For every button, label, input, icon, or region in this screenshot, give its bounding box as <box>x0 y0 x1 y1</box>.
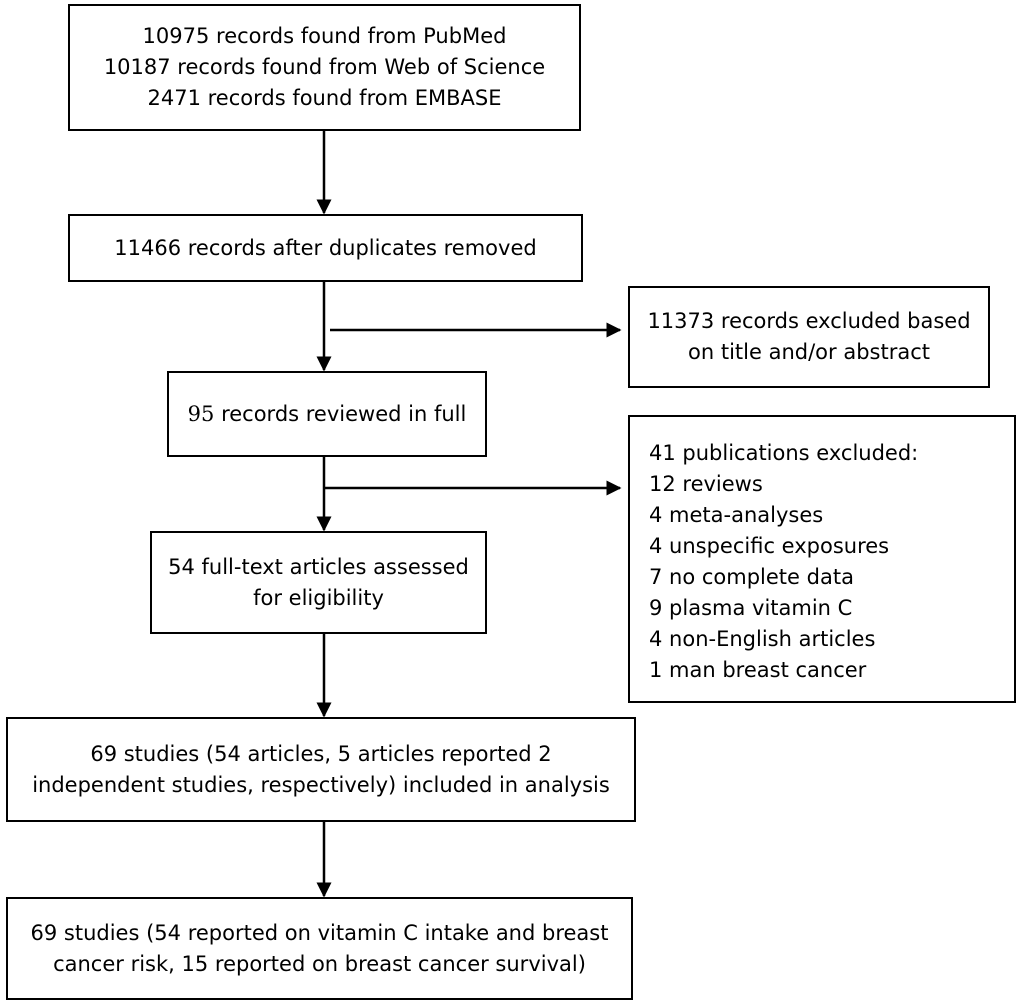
search-line-embase: 2471 records found from EMBASE <box>147 86 502 110</box>
box-eligibility: 54 full-text articles assessed for eligi… <box>150 531 487 634</box>
box-duplicates-removed: 11466 records after duplicates removed <box>68 214 583 282</box>
final-line-1: 69 studies (54 reported on vitamin C int… <box>30 920 609 945</box>
excluded-pubs-item: 9 plasma vitamin C <box>649 596 853 620</box>
box-publications-excluded: 41 publications excluded: 12 reviews 4 m… <box>628 415 1016 703</box>
final-line-2: cancer risk, 15 reported on breast cance… <box>53 951 586 976</box>
review-count: 95 <box>187 401 215 426</box>
box-excluded-title-abstract: 11373 records excluded based on title an… <box>628 286 990 388</box>
search-line-wos: 10187 records found from Web of Science <box>103 55 546 79</box>
excluded-title-line-2: on title and/or abstract <box>688 340 930 364</box>
box-search-sources: 10975 records found from PubMed 10187 re… <box>68 4 581 131</box>
box-reviewed-in-full: 95 records reviewed in full <box>167 371 487 457</box>
eligibility-line-2: for eligibility <box>253 585 384 610</box>
eligibility-line-1: 54 full-text articles assessed <box>168 554 469 579</box>
excluded-pubs-item: 12 reviews <box>649 472 763 496</box>
search-line-pubmed: 10975 records found from PubMed <box>142 24 507 48</box>
excluded-pubs-item: 7 no complete data <box>649 565 854 589</box>
excluded-pubs-item: 4 unspecific exposures <box>649 534 890 558</box>
excluded-pubs-item: 1 man breast cancer <box>649 658 867 682</box>
review-text: 95 records reviewed in full <box>188 399 467 430</box>
included-line-2: independent studies, respectively) inclu… <box>32 772 610 797</box>
dedup-text: 11466 records after duplicates removed <box>114 235 537 260</box>
box-included-in-analysis: 69 studies (54 articles, 5 articles repo… <box>6 717 636 822</box>
review-label: records reviewed in full <box>214 401 467 426</box>
excluded-pubs-item: 4 meta-analyses <box>649 503 824 527</box>
excluded-title-line-1: 11373 records excluded based <box>647 309 971 333</box>
excluded-pubs-header: 41 publications excluded: <box>649 441 919 465</box>
included-line-1: 69 studies (54 articles, 5 articles repo… <box>90 741 552 766</box>
excluded-pubs-item: 4 non-English articles <box>649 627 876 651</box>
box-final-studies: 69 studies (54 reported on vitamin C int… <box>6 897 633 1000</box>
